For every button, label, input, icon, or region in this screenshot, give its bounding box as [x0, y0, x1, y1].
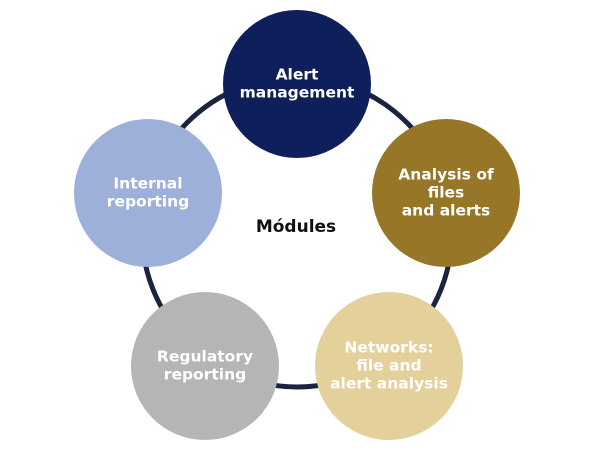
- module-label-alert-management-line-1: Alert: [276, 66, 319, 84]
- module-label-networks-analysis-line-2: file and: [356, 357, 421, 375]
- module-label-networks-analysis-line-3: alert analysis: [330, 375, 448, 393]
- module-circle-alert-management: [223, 10, 371, 158]
- module-label-regulatory-reporting-line-1: Regulatory: [157, 348, 253, 366]
- module-label-networks-analysis-line-1: Networks:: [344, 339, 433, 357]
- module-label-alert-management-line-2: management: [240, 84, 355, 102]
- module-label-analysis-files-alerts-line-3: and alerts: [402, 202, 491, 220]
- center-label: Módules: [256, 217, 336, 237]
- module-label-internal-reporting-line-1: Internal: [113, 175, 182, 193]
- module-circle-internal-reporting: [74, 119, 222, 267]
- module-circle-networks-analysis: [315, 292, 463, 440]
- module-label-analysis-files-alerts-line-1: Analysis of: [398, 166, 494, 184]
- module-label-analysis-files-alerts-line-2: files: [428, 184, 465, 202]
- module-label-internal-reporting-line-2: reporting: [107, 193, 189, 211]
- module-label-regulatory-reporting-line-2: reporting: [164, 366, 246, 384]
- module-circle-analysis-files-alerts: [372, 119, 520, 267]
- module-circle-regulatory-reporting: [131, 292, 279, 440]
